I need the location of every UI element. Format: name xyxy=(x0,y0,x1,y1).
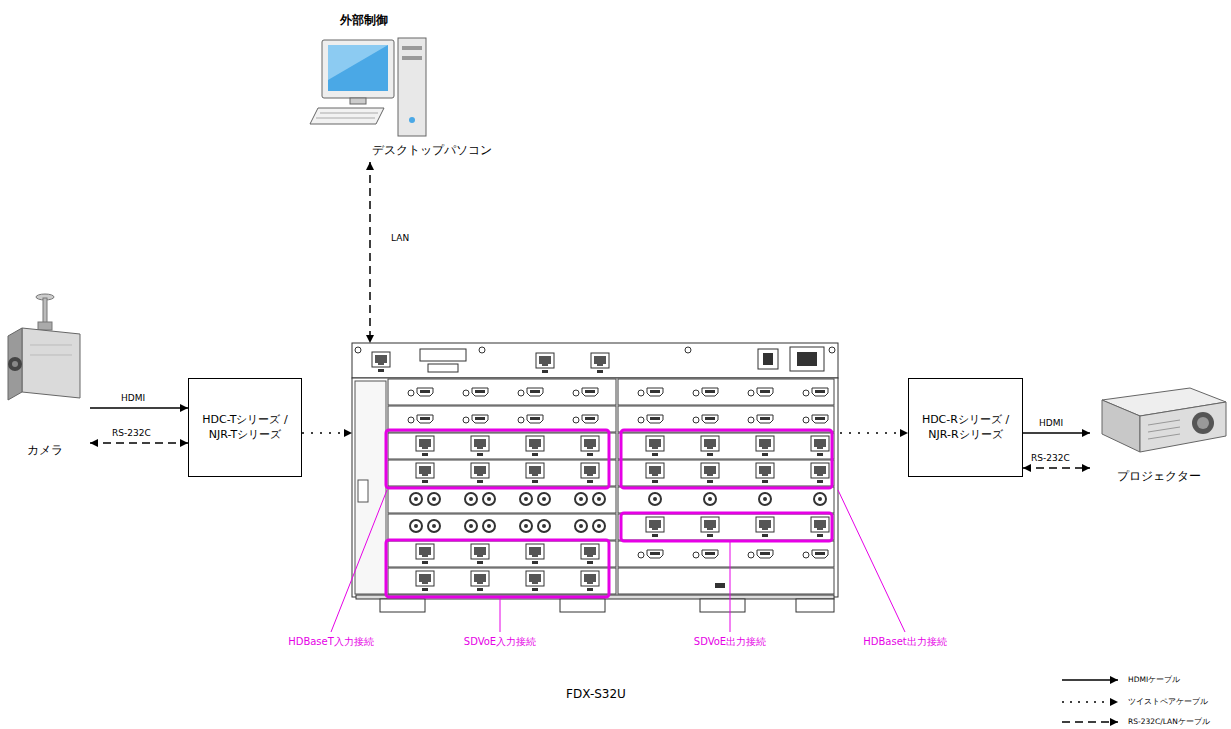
callout-label: SDVoE入力接続 xyxy=(463,636,537,648)
legend-text: HDMIケーブル xyxy=(1128,675,1180,685)
cable-connector xyxy=(840,432,908,434)
cable-connector xyxy=(302,432,352,434)
callout-label: HDBaseT入力接続 xyxy=(287,636,375,648)
projector-icon xyxy=(1102,388,1226,452)
desktop-pc-icon xyxy=(310,38,426,136)
legend-text: RS-232C/LANケーブル xyxy=(1128,717,1210,727)
edge-label: RS-232C xyxy=(111,428,152,439)
cable-connector xyxy=(90,407,188,409)
node-label: プロジェクター xyxy=(1090,468,1228,484)
edge-label: HDMI xyxy=(1038,418,1064,429)
camera-icon xyxy=(8,294,80,400)
node-label: 外部制御 xyxy=(340,12,388,28)
receiver-box: HDC-Rシリーズ / NJR-Rシリーズ xyxy=(908,378,1023,477)
node-label: HDC-Tシリーズ / NJR-Tシリーズ xyxy=(197,413,293,443)
callout-label: SDVoE出力接続 xyxy=(693,636,767,648)
cable-connector xyxy=(1023,467,1090,469)
highlight-frame xyxy=(386,430,832,597)
matrix-switcher: FDX-S32U xyxy=(352,343,840,705)
node-label: カメラ xyxy=(0,442,90,458)
matrix-switcher-chassis xyxy=(352,343,838,612)
projector: プロジェクター xyxy=(1090,380,1228,485)
desktop-pc: 外部制御デスクトップパソコン xyxy=(300,4,500,162)
edge-label: HDMI xyxy=(120,393,146,404)
callout-label: HDBaset出力接続 xyxy=(862,636,948,648)
cable-connector xyxy=(90,442,188,444)
edge-label: LAN xyxy=(390,233,410,244)
node-label: デスクトップパソコン xyxy=(372,142,492,158)
node-label: FDX-S32U xyxy=(352,686,840,702)
camera: カメラ xyxy=(0,285,90,457)
cable-connector xyxy=(1023,432,1090,434)
leader-line xyxy=(331,490,905,632)
legend-text: ツイストペアケーブル xyxy=(1128,697,1208,707)
legend-sample xyxy=(1062,680,1118,722)
edge-label: RS-232C xyxy=(1030,453,1071,464)
transmitter-box: HDC-Tシリーズ / NJR-Tシリーズ xyxy=(188,378,302,477)
cable-connector xyxy=(369,162,371,343)
node-label: HDC-Rシリーズ / NJR-Rシリーズ xyxy=(917,413,1014,443)
